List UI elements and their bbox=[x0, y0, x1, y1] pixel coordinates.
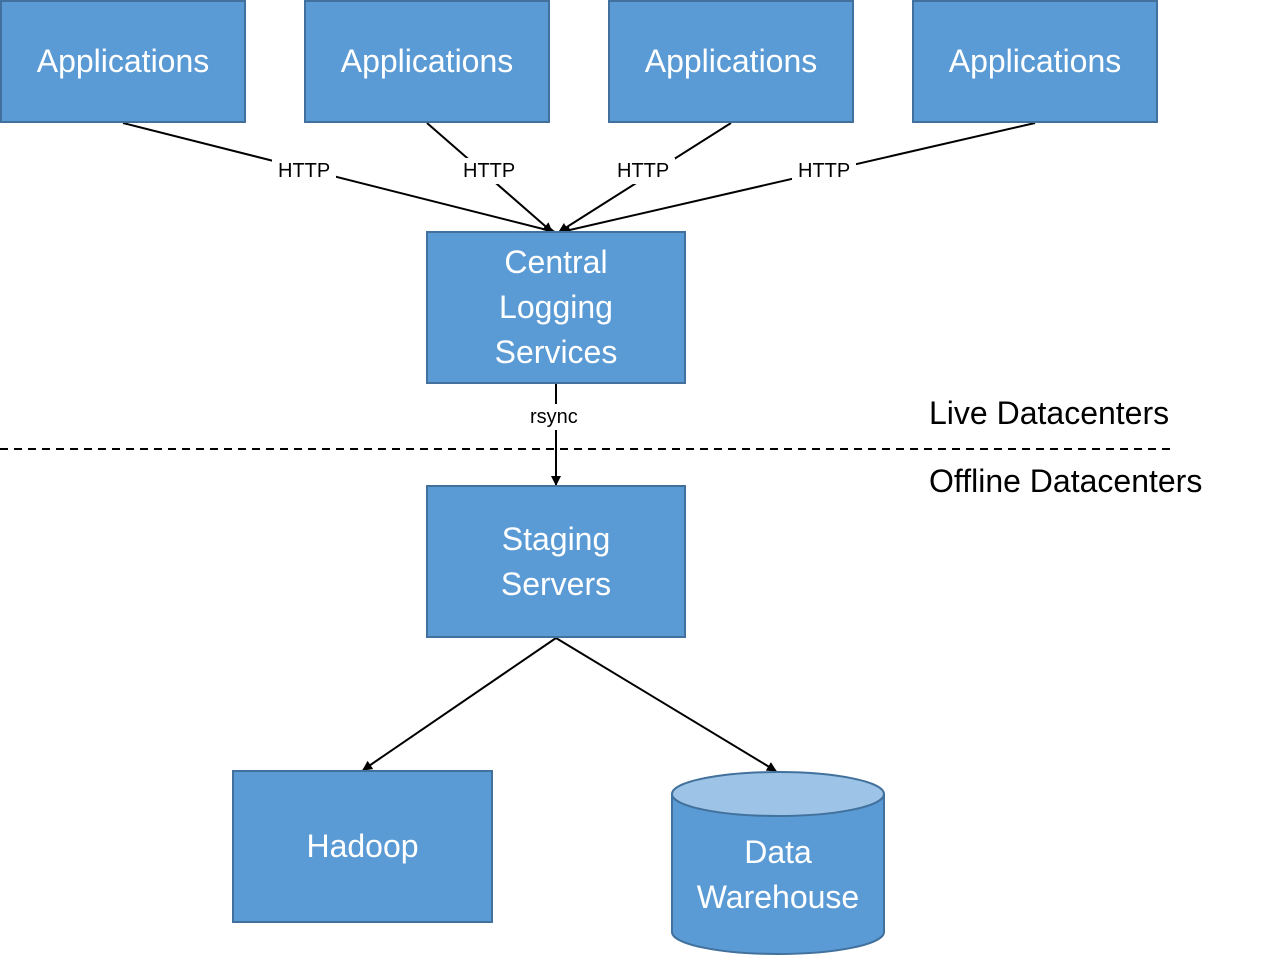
hadoop-label: Hadoop bbox=[306, 828, 419, 864]
staging-servers-box: Staging Servers bbox=[426, 485, 686, 638]
staging-line-2: Servers bbox=[500, 565, 612, 602]
hadoop-box: Hadoop bbox=[232, 770, 493, 923]
http-label-2: HTTP bbox=[457, 158, 522, 184]
http-label-3: HTTP bbox=[611, 158, 676, 184]
rsync-label: rsync bbox=[524, 404, 584, 430]
central-logging-services-box: Central Logging Services bbox=[426, 231, 686, 384]
central-line-3: Services bbox=[494, 334, 618, 370]
edge-app1-to-central bbox=[122, 122, 556, 235]
applications-box-3: Applications bbox=[608, 0, 854, 123]
http-label-4: HTTP bbox=[792, 158, 857, 184]
warehouse-line-2: Warehouse bbox=[696, 879, 860, 915]
applications-box-2: Applications bbox=[304, 0, 550, 123]
central-line-2: Logging bbox=[499, 289, 613, 325]
offline-datacenters-label: Offline Datacenters bbox=[929, 463, 1203, 499]
applications-box-1: Applications bbox=[0, 0, 246, 123]
edge-staging-to-hadoop bbox=[362, 637, 557, 771]
data-warehouse-label: Data Warehouse bbox=[670, 830, 886, 920]
warehouse-line-1: Data bbox=[744, 834, 812, 870]
live-datacenters-label: Live Datacenters bbox=[929, 395, 1170, 431]
central-line-1: Central bbox=[504, 244, 608, 280]
http-label-1: HTTP bbox=[272, 158, 337, 184]
applications-box-4: Applications bbox=[912, 0, 1158, 123]
data-warehouse-cylinder bbox=[671, 771, 885, 955]
applications-label-3: Applications bbox=[644, 43, 818, 79]
applications-label-2: Applications bbox=[340, 43, 514, 79]
applications-label-4: Applications bbox=[948, 43, 1122, 79]
applications-label-1: Applications bbox=[36, 43, 210, 79]
edge-staging-to-warehouse bbox=[555, 637, 777, 772]
staging-line-1: Staging bbox=[501, 520, 611, 557]
